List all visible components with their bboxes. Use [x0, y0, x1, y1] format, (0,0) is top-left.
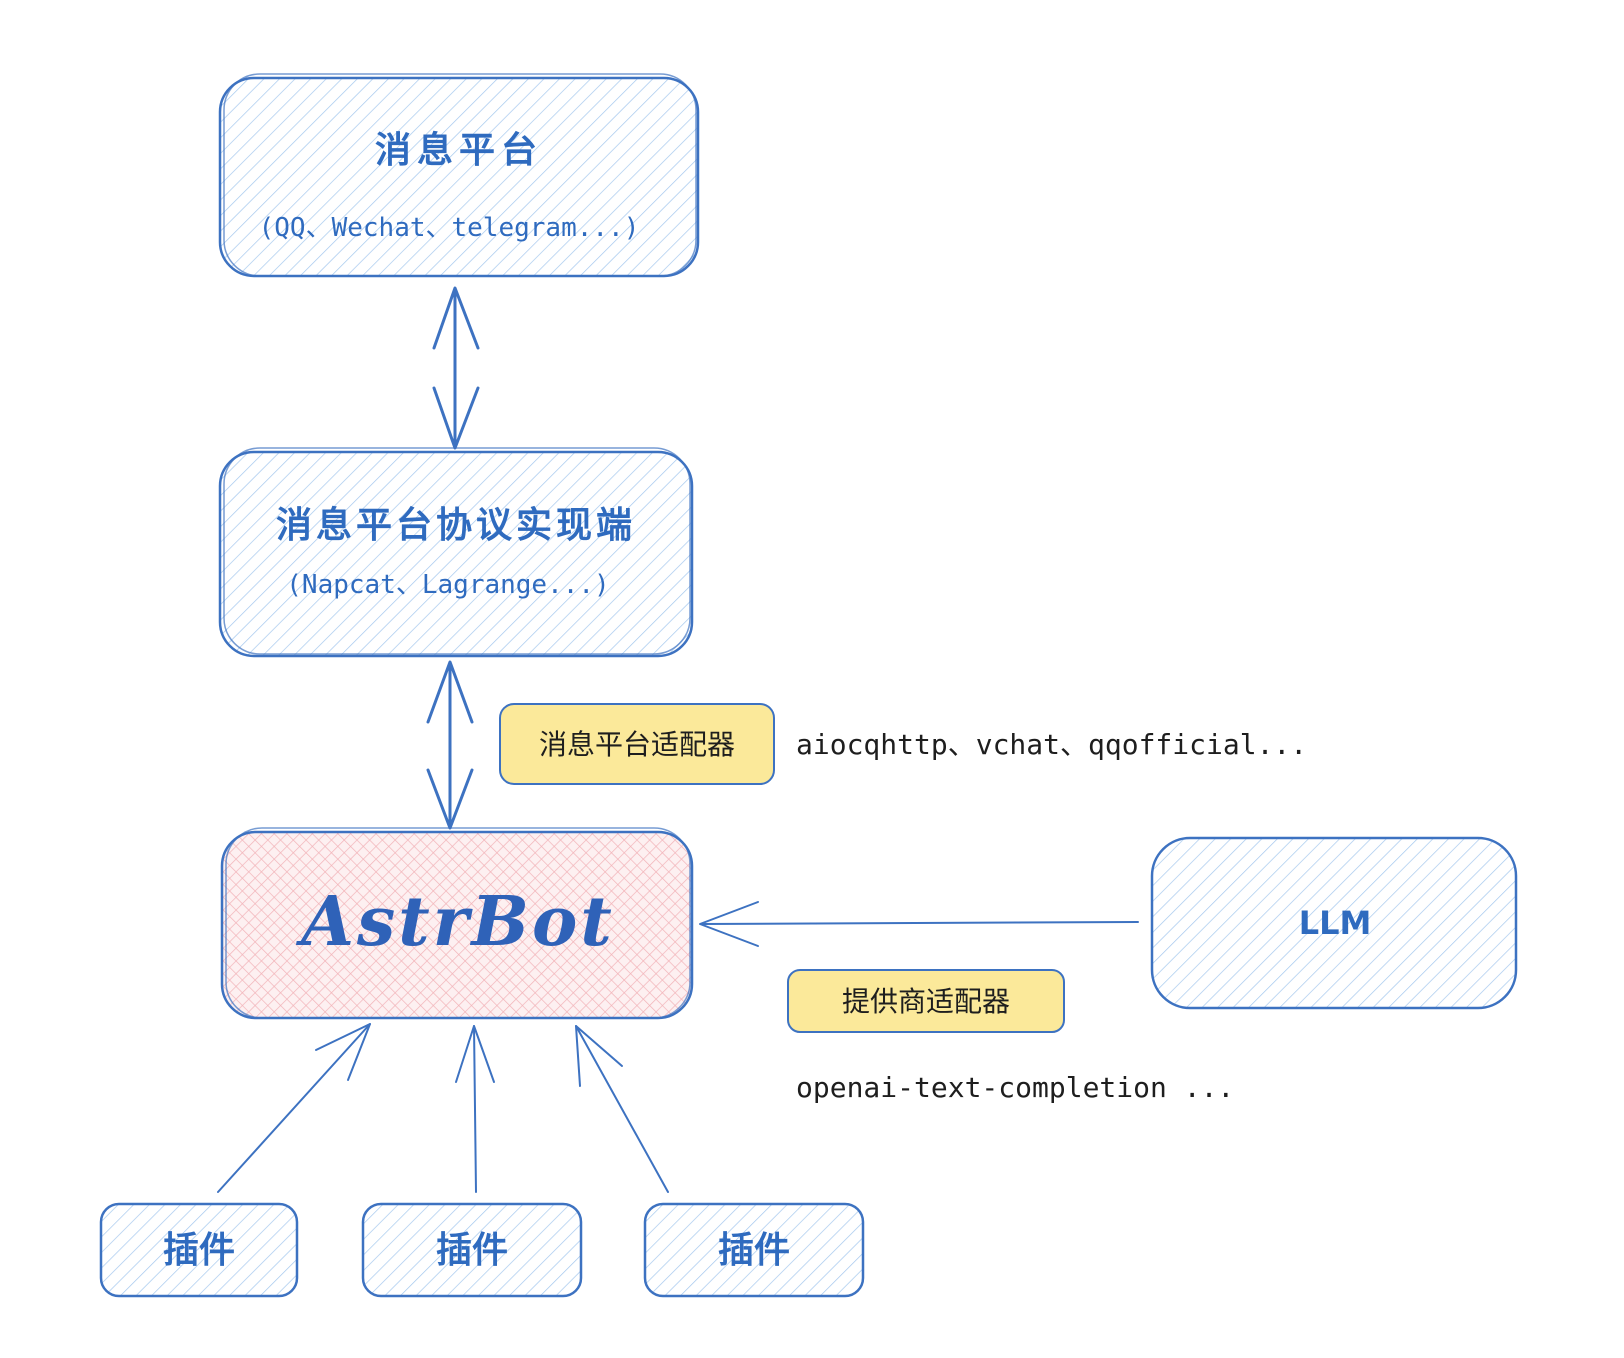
- plugin-label: 插件: [436, 1230, 508, 1271]
- arrow-plugin1-astrbot: [217, 1023, 371, 1193]
- plugin-node-1: 插件: [99, 1202, 299, 1298]
- platform-node: 消息平台 (QQ、Wechat、telegram...): [218, 73, 700, 278]
- astrbot-node: AstrBot: [220, 827, 694, 1020]
- arrow-plugin3-astrbot: [575, 1025, 669, 1193]
- arrow-platform-protocol: [432, 286, 480, 450]
- platform-adapter-examples: aiocqhttp、vchat、qqofficial...: [796, 728, 1307, 761]
- protocol-title: 消息平台协议实现端: [276, 505, 636, 546]
- arrow-llm-astrbot: [699, 901, 1139, 947]
- plugin-node-2: 插件: [361, 1202, 583, 1298]
- provider-adapter-tag: 提供商适配器: [787, 969, 1065, 1033]
- platform-adapter-label: 消息平台适配器: [539, 728, 735, 761]
- arrow-plugin2-astrbot: [455, 1025, 495, 1193]
- plugin-label: 插件: [163, 1230, 235, 1271]
- astrbot-title: AstrBot: [295, 882, 615, 962]
- arrow-protocol-astrbot: [426, 660, 474, 830]
- platform-subtitle: (QQ、Wechat、telegram...): [259, 213, 640, 243]
- plugin-node-3: 插件: [643, 1202, 865, 1298]
- provider-adapter-examples: openai-text-completion ...: [796, 1071, 1234, 1104]
- llm-title: LLM: [1299, 904, 1372, 942]
- platform-title: 消息平台: [375, 130, 543, 171]
- llm-node: LLM: [1150, 836, 1518, 1010]
- protocol-subtitle: (Napcat、Lagrange...): [286, 570, 609, 600]
- provider-adapter-label: 提供商适配器: [842, 985, 1010, 1018]
- plugin-label: 插件: [718, 1230, 790, 1271]
- protocol-node: 消息平台协议实现端 (Napcat、Lagrange...): [218, 447, 694, 658]
- platform-adapter-tag: 消息平台适配器: [499, 703, 775, 785]
